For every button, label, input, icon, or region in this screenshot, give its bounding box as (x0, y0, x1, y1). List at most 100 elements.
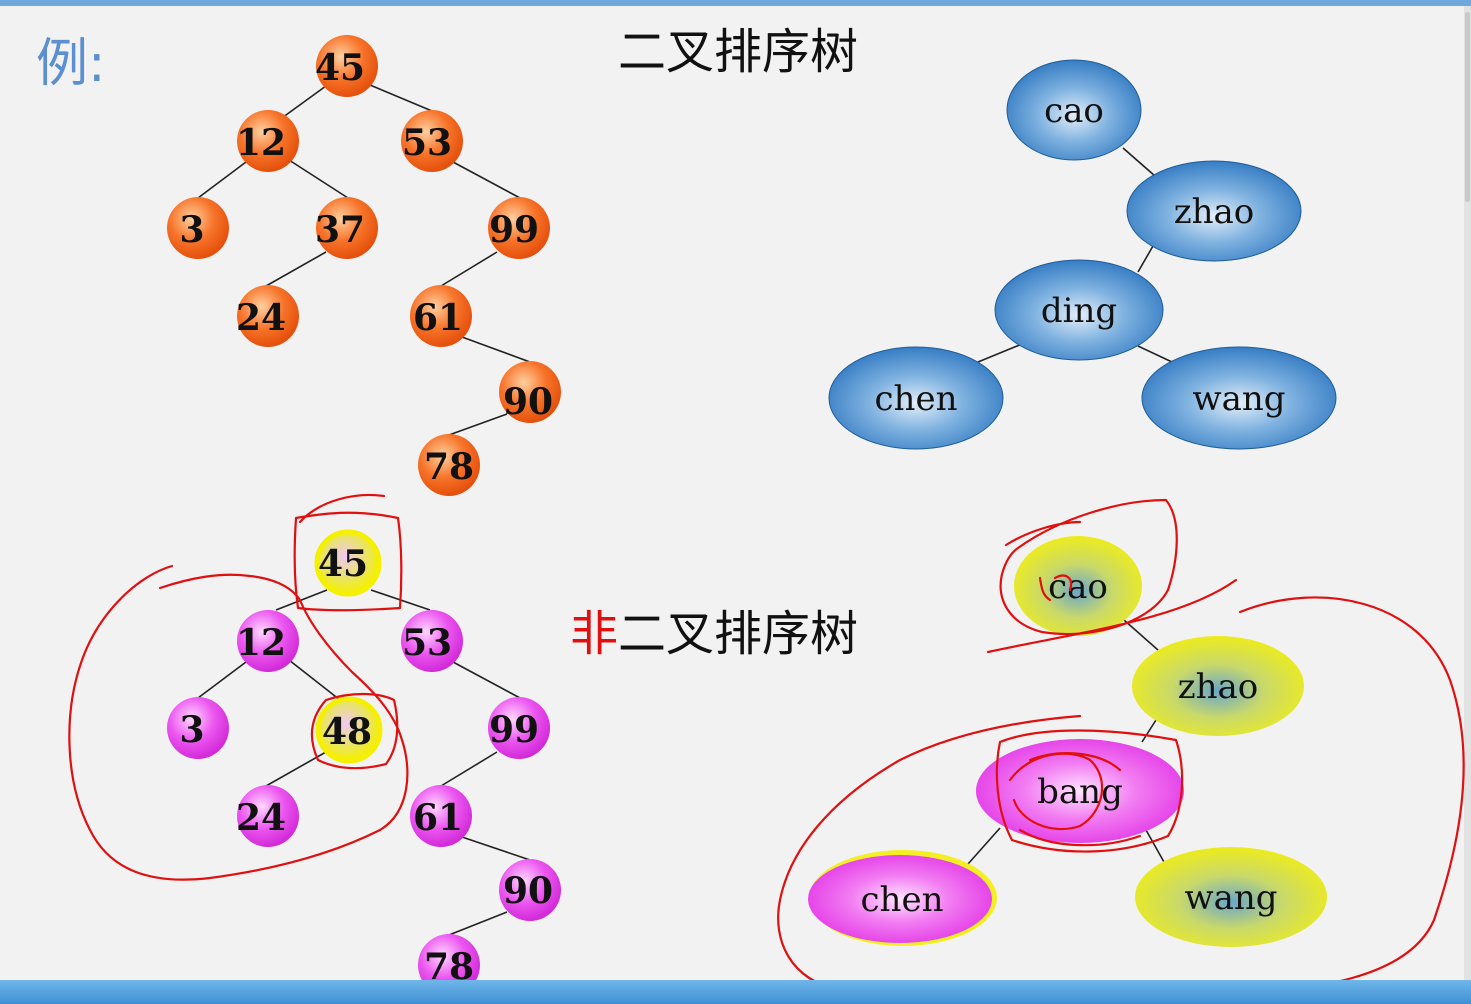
bst-title: 二叉排序树 (618, 24, 859, 80)
edge-12-3 (197, 161, 247, 199)
tree-node: 99 (488, 697, 550, 759)
tree-node: bang (976, 739, 1184, 843)
edge-zhao-ding (1137, 245, 1154, 273)
non-numbers-nodes: 45 12 53 3 48 99 24 61 90 78 (167, 529, 561, 996)
node-label: 90 (503, 870, 553, 912)
tree-node: 12 (236, 110, 299, 172)
tree-node: 53 (401, 110, 463, 172)
node-label: 61 (413, 297, 463, 339)
node-label: 3 (179, 709, 204, 751)
annotation-loop-cao (999, 498, 1178, 636)
non-numbers-edges (197, 589, 531, 936)
tree-node: 99 (488, 197, 550, 259)
node-label: 45 (315, 47, 365, 89)
bst-numbers-nodes: 45 12 53 3 37 99 24 61 90 78 (167, 35, 561, 496)
node-label: 37 (315, 209, 365, 251)
node-label: 53 (402, 122, 452, 164)
non-words-nodes: cao zhao bang chen wang (808, 536, 1327, 947)
bst-words-nodes: cao zhao ding chen wang (828, 59, 1337, 450)
node-label: chen (875, 379, 958, 419)
tree-node: wang (1135, 847, 1327, 947)
node-label: 12 (236, 122, 286, 164)
edge-53-99 (452, 161, 521, 199)
annotation-box-48 (310, 692, 399, 770)
edge-99-61 (440, 251, 498, 287)
tree-node: 90 (499, 361, 561, 423)
node-label: 12 (236, 622, 286, 664)
bottom-accent-bar (0, 980, 1471, 1004)
edge-90-78 (448, 413, 508, 436)
tree-node: 3 (167, 697, 229, 759)
top-accent-bar (0, 0, 1471, 6)
annotation-box-45 (293, 493, 403, 612)
tree-node: 24 (236, 285, 299, 347)
node-label: 78 (424, 446, 474, 488)
node-label: 45 (318, 543, 368, 585)
tree-node: chen (808, 850, 997, 946)
annotation-scribble-bang (995, 729, 1184, 853)
edge-cao-zhao (1122, 147, 1156, 177)
node-label: 48 (322, 711, 372, 753)
node-label: zhao (1178, 667, 1259, 707)
example-label: 例: (36, 34, 106, 94)
tree-node: cao (1006, 59, 1142, 161)
node-label: cao (1048, 567, 1108, 607)
non-prefix: 非 (570, 606, 619, 662)
scrollbar-thumb[interactable] (1465, 12, 1470, 202)
tree-node: 37 (315, 197, 378, 259)
node-label: wang (1192, 379, 1285, 419)
edge-45-12 (275, 589, 328, 611)
node-label: cao (1044, 91, 1104, 131)
annotation-slash-cao (986, 578, 1238, 654)
tree-node: wang (1141, 346, 1337, 450)
edge-61-90 (461, 836, 531, 861)
node-label: 24 (236, 797, 286, 839)
edge-99-61 (440, 751, 498, 787)
tree-node: 3 (167, 197, 229, 259)
tree-node: 61 (410, 785, 472, 847)
edge-12-37 (288, 159, 349, 199)
edge-53-99 (452, 661, 521, 699)
node-label: bang (1037, 772, 1123, 812)
non-words-edges (967, 619, 1165, 865)
node-label: zhao (1174, 192, 1255, 232)
edge-61-90 (461, 336, 531, 363)
non-bst-title-text: 二叉排序树 (618, 606, 859, 662)
tree-node: cao (1014, 536, 1142, 636)
tree-node: zhao (1132, 636, 1304, 736)
node-label: 99 (489, 709, 539, 751)
tree-node: 24 (236, 785, 299, 847)
edge-90-78 (448, 911, 508, 936)
tree-node: zhao (1126, 160, 1302, 262)
edge-12-48 (288, 659, 341, 701)
node-label: 24 (236, 297, 286, 339)
bst-words-edges (977, 147, 1173, 363)
node-label: 53 (402, 622, 452, 664)
non-bst-title: 非二叉排序树 (570, 610, 858, 658)
node-label: chen (861, 880, 944, 920)
edge-12-3 (197, 661, 247, 699)
tree-node: chen (828, 346, 1004, 450)
tree-node-highlighted: 45 (314, 529, 382, 597)
vertical-scrollbar[interactable] (1464, 6, 1471, 980)
node-label: ding (1041, 291, 1117, 331)
tree-node: ding (994, 259, 1164, 361)
edge-ding-chen (977, 343, 1023, 363)
node-label: 90 (503, 381, 553, 423)
tree-node: 61 (410, 285, 472, 347)
tree-node: 90 (499, 859, 561, 921)
tree-node: 78 (418, 434, 480, 496)
edge-bang-wang (1145, 829, 1165, 863)
node-label: 99 (489, 209, 539, 251)
edge-37-24 (265, 251, 327, 287)
tree-node: 53 (401, 610, 463, 672)
edge-cao-zhao (1123, 619, 1159, 651)
annotation-loop-left-subtree (68, 564, 409, 881)
edge-ding-wang (1137, 345, 1173, 363)
node-label: wang (1184, 878, 1277, 918)
tree-node: 12 (236, 610, 299, 672)
tree-node-highlighted: 48 (315, 696, 383, 764)
node-label: 3 (179, 209, 204, 251)
edge-bang-chen (967, 827, 1001, 865)
